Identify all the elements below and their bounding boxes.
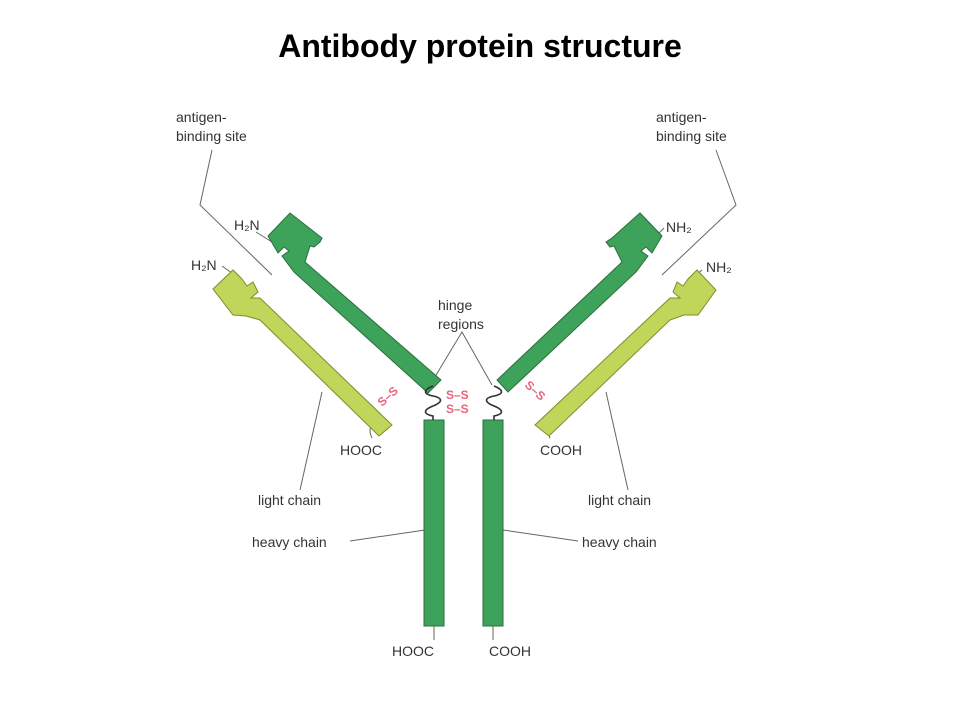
heavy-chain-right-arm [496, 212, 663, 393]
label-antigen-binding-left-2: binding site [176, 128, 247, 144]
leader-antigen-right [661, 149, 737, 276]
light-chain-right [534, 269, 717, 437]
label-light-chain-left: light chain [258, 492, 321, 508]
label-cooh-heavy-bottom: COOH [489, 643, 531, 659]
leader-h2n-heavy-left [255, 231, 273, 243]
disulfide-bond-right: S–S [522, 378, 548, 404]
hinge-coil-left [424, 385, 442, 420]
page-title: Antibody protein structure [278, 28, 682, 64]
disulfide-bond-center-top: S–S [446, 388, 469, 402]
leader-lines [199, 149, 737, 640]
label-heavy-chain-left: heavy chain [252, 534, 327, 550]
label-hooc-light-left: HOOC [340, 442, 382, 458]
disulfide-bond-center-bottom: S–S [446, 402, 469, 416]
leader-light-left [299, 391, 323, 491]
label-h2n-light-left: H₂N [191, 257, 217, 273]
label-nh2-heavy-right: NH₂ [666, 219, 692, 235]
leader-hinge [429, 331, 493, 386]
label-light-chain-right: light chain [588, 492, 651, 508]
label-hinge-2: regions [438, 316, 484, 332]
label-hooc-heavy-bottom: HOOC [392, 643, 434, 659]
heavy-chain-right-stem [482, 419, 504, 627]
label-cooh-light-right: COOH [540, 442, 582, 458]
label-hinge-1: hinge [438, 297, 472, 313]
label-antigen-binding-right-1: antigen- [656, 109, 707, 125]
leader-antigen-left [199, 149, 273, 276]
light-chain-left [212, 269, 393, 437]
leader-heavy-right [502, 529, 579, 542]
heavy-chain-left-stem [423, 419, 445, 627]
leader-heavy-left [349, 529, 426, 542]
label-h2n-heavy-left: H₂N [234, 217, 260, 233]
disulfide-bond-left: S–S [375, 384, 401, 410]
label-antigen-binding-right-2: binding site [656, 128, 727, 144]
label-nh2-light-right: NH₂ [706, 259, 732, 275]
hinge-coil-right [485, 385, 503, 420]
heavy-chain-left-arm [267, 212, 442, 394]
label-antigen-binding-left-1: antigen- [176, 109, 227, 125]
leader-light-right [605, 391, 629, 491]
label-heavy-chain-right: heavy chain [582, 534, 657, 550]
